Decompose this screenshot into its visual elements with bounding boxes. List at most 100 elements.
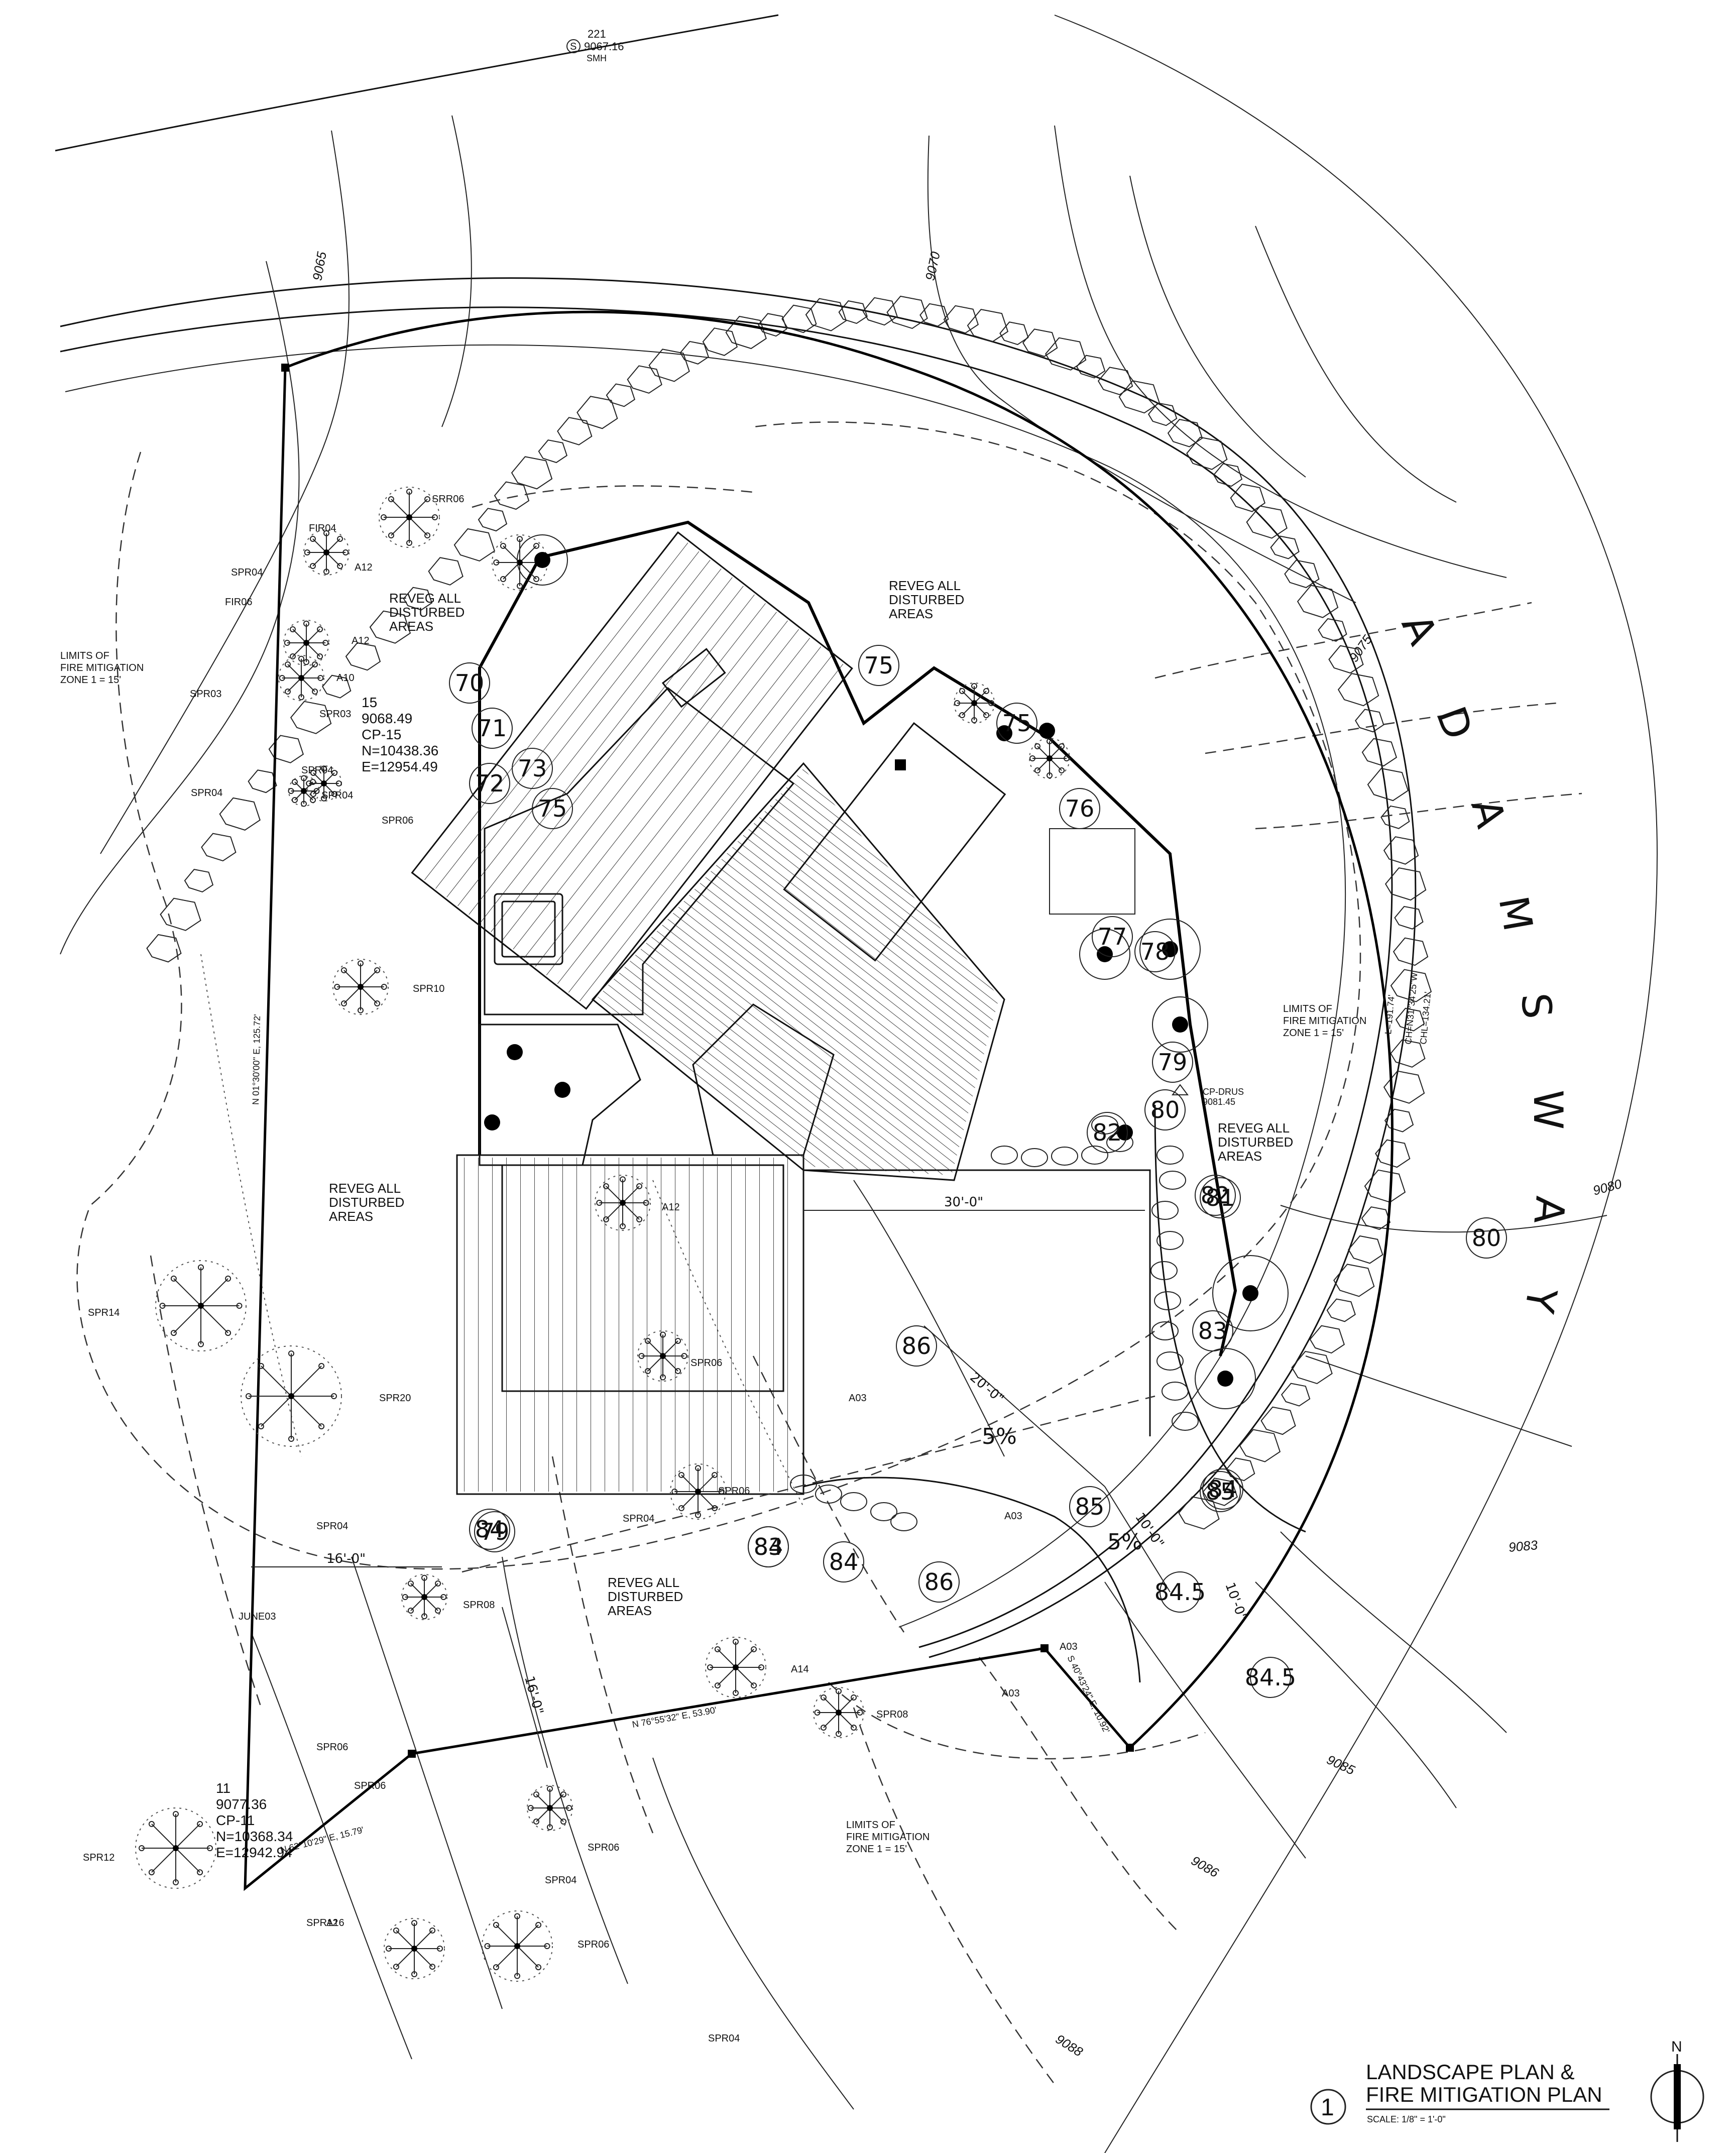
plant-label: SPR06 (382, 815, 413, 826)
plant-label: SPR04 (623, 1513, 654, 1524)
wall-stone (1328, 645, 1364, 674)
boulder (1150, 1261, 1178, 1280)
plant-label: SPR08 (463, 1600, 495, 1611)
svg-text:20'-0": 20'-0" (967, 1370, 1007, 1406)
plant-label: JUNE03 (239, 1611, 276, 1622)
svg-text:9086: 9086 (1189, 1853, 1222, 1880)
plant-label: SRR06 (432, 494, 464, 505)
spot-elevation-value: 84.5 (1154, 1578, 1206, 1606)
wall-stone (1361, 738, 1398, 767)
svg-text:DISTURBED: DISTURBED (608, 1589, 683, 1604)
plant-symbol-icon (283, 620, 329, 666)
svg-text:N 01°30'00" E, 125.72': N 01°30'00" E, 125.72' (251, 1014, 262, 1105)
spot-elevation-value: 83 (1198, 1317, 1228, 1344)
smh-symbol: S (570, 41, 576, 52)
svg-text:10'-0": 10'-0" (1222, 1580, 1249, 1623)
wall-stone (1246, 505, 1288, 539)
spot-elevation-bubble: 85 (1200, 1471, 1241, 1512)
boulder (1162, 1382, 1189, 1401)
plant-symbol-icon (401, 1574, 447, 1620)
svg-text:FIRE MITIGATION: FIRE MITIGATION (1283, 1015, 1366, 1027)
wall-stone (1384, 867, 1427, 901)
plant-symbol-icon (241, 1345, 342, 1447)
spot-elevation-bubble: 80 (1144, 1089, 1186, 1130)
spot-elevation-value: 84.5 (1245, 1664, 1296, 1691)
wall-stone (1364, 1169, 1406, 1203)
plant-label: SPR20 (379, 1393, 411, 1404)
spot-elevation-value: 85 (1206, 1478, 1235, 1505)
boulder (1172, 1412, 1199, 1431)
plant-label: SPR04 (316, 1521, 348, 1532)
svg-text:AREAS: AREAS (608, 1603, 652, 1618)
wall-stone (886, 295, 928, 329)
drawing-number: 1 (1321, 2094, 1334, 2121)
wall-stone (648, 349, 690, 382)
wall-stone (538, 439, 568, 464)
svg-text:ZONE 1 = 15': ZONE 1 = 15' (60, 674, 121, 686)
spot-elevation-value: 70 (455, 669, 485, 697)
spot-elevation-value: 81 (1206, 1184, 1235, 1211)
wall-stone (1393, 937, 1429, 966)
wall-stone (838, 300, 868, 324)
spot-elevation-value: 85 (1075, 1493, 1105, 1520)
tree-icon (554, 1082, 570, 1098)
wall-stone (1178, 1496, 1220, 1530)
spot-elevation-bubble: 71 (472, 708, 513, 749)
wall-stone (1337, 673, 1379, 707)
street-letter: A (1393, 607, 1447, 652)
spot-elevation-bubble: 77 (1092, 916, 1133, 957)
wall-stone (1281, 1383, 1311, 1407)
limits-note: LIMITS OF FIRE MITIGATION ZONE 1 = 15' (846, 1820, 930, 1855)
plant-label: A16 (326, 1917, 344, 1929)
wall-stone (627, 365, 662, 394)
wall-stone (1260, 1406, 1296, 1435)
wall-stone (725, 315, 767, 350)
plant-symbol-icon (1029, 738, 1070, 779)
spot-elevation-bubble: 84.5 (1245, 1657, 1296, 1698)
spot-elevation-value: 84 (1208, 1476, 1238, 1503)
boulder (1051, 1147, 1078, 1166)
plant-symbol-icon (379, 487, 440, 548)
spot-elevation-bubble: 78 (1134, 931, 1176, 972)
svg-text:AREAS: AREAS (1218, 1149, 1262, 1164)
plant-label: SPR10 (413, 983, 444, 994)
wall-stone (369, 610, 411, 644)
wall-stone (511, 456, 553, 490)
boulder (991, 1146, 1018, 1165)
street-letter: S (1512, 991, 1561, 1021)
wall-stone (1226, 1457, 1255, 1482)
svg-text:N 76°55'32" E, 53.90': N 76°55'32" E, 53.90' (631, 1705, 717, 1730)
wall-stone (1291, 1350, 1333, 1385)
wall-stone (919, 303, 949, 327)
svg-text:ZONE 1 = 15': ZONE 1 = 15' (846, 1844, 907, 1855)
wall-stone (967, 309, 1009, 343)
wall-stone (1394, 905, 1424, 930)
wall-stone (1390, 969, 1432, 1002)
plant-label: SPR04 (545, 1875, 576, 1886)
svg-text:ZONE 1 = 15': ZONE 1 = 15' (1283, 1028, 1344, 1039)
spot-elevation-bubble: 84 (823, 1541, 864, 1582)
plant-label: SPR14 (88, 1307, 120, 1318)
svg-text:REVEG ALL: REVEG ALL (889, 578, 961, 593)
wall-stone (557, 417, 593, 445)
spot-elevation-value: 80 (1472, 1224, 1501, 1252)
spot-elevation-value: 86 (924, 1568, 954, 1596)
svg-text:AREAS: AREAS (889, 606, 933, 621)
svg-text:CP-15: CP-15 (362, 727, 401, 742)
wall-stone (1367, 768, 1409, 802)
plant-label: FIR04 (309, 523, 336, 534)
plant-symbol-icon (384, 1918, 445, 1979)
svg-text:AREAS: AREAS (329, 1209, 373, 1224)
title-block: 1 LANDSCAPE PLAN & FIRE MITIGATION PLAN … (1310, 2038, 1704, 2142)
plants (135, 487, 1289, 1982)
wall-stone (290, 701, 332, 734)
plant-label: A03 (849, 1393, 867, 1404)
svg-text:FIRE MITIGATION: FIRE MITIGATION (846, 1832, 930, 1843)
spot-elevation-bubble: 86 (918, 1561, 960, 1603)
contours (60, 115, 1607, 2110)
spot-elevation-value: 75 (538, 795, 567, 822)
plant-symbol-icon (670, 1463, 726, 1520)
roof-hatching (415, 535, 999, 1492)
street-letter: W (1525, 1090, 1571, 1129)
